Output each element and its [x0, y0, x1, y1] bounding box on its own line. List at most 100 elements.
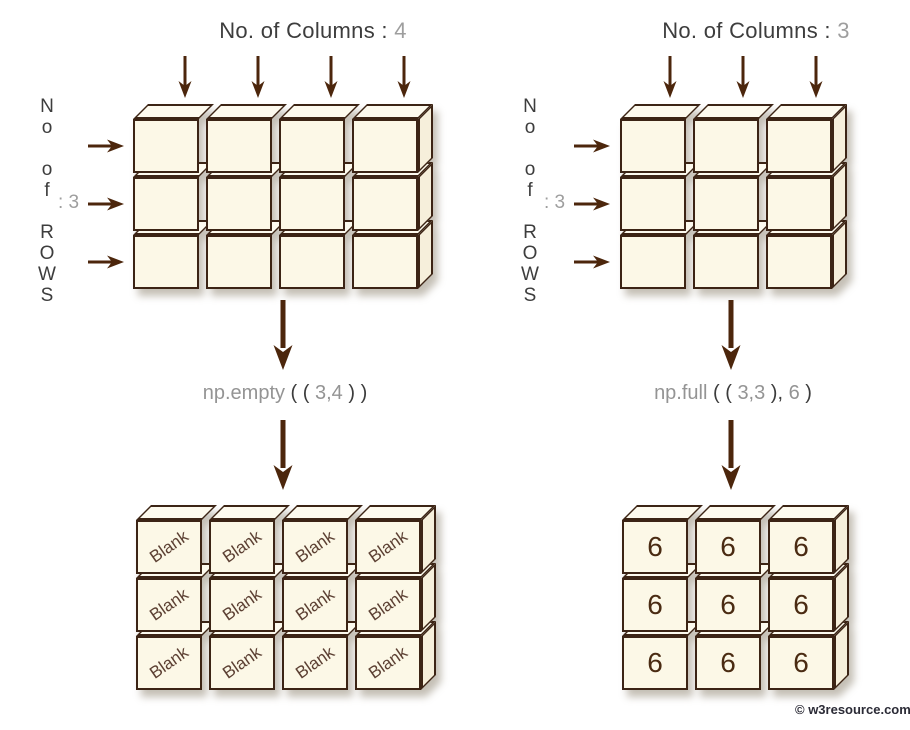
- array-cell-cube: [206, 162, 287, 231]
- cube-front-face: [620, 177, 686, 231]
- cell-value: 6: [647, 531, 663, 562]
- cube-front-face: Blank: [209, 578, 275, 632]
- cube-front-face: Blank: [355, 520, 421, 574]
- array-cell-cube: [766, 162, 847, 231]
- cube-front-face: [766, 235, 832, 289]
- array-cell-cube: [620, 220, 701, 289]
- array-cell-cube: 6: [695, 563, 776, 632]
- array-cell-cube: [766, 220, 847, 289]
- cube-front-face: 6: [695, 636, 761, 690]
- big-down-arrow-icon: [273, 300, 293, 370]
- cube-front-face: [279, 177, 345, 231]
- cube-front-face: [279, 235, 345, 289]
- cell-value: 6: [793, 589, 809, 620]
- cube-top-face: [206, 104, 287, 119]
- cell-value: 6: [647, 589, 663, 620]
- big-down-arrow-icon: [721, 300, 741, 370]
- cube-top-face: [209, 505, 290, 520]
- cell-value: Blank: [291, 584, 338, 625]
- right-arrow-icon: [574, 255, 610, 269]
- array-cell-cube: 6: [622, 505, 703, 574]
- rows-count-right: : 3: [544, 192, 566, 213]
- array-cell-cube: 6: [695, 505, 776, 574]
- cube-front-face: 6: [768, 636, 834, 690]
- array-cell-cube: 6: [768, 621, 849, 690]
- array-cell-cube: [133, 162, 214, 231]
- columns-title-left-label: No. of Columns :: [219, 18, 388, 43]
- big-down-arrow-icon: [721, 420, 741, 490]
- formula-args: 3,3: [737, 382, 766, 404]
- array-cell-cube: [352, 104, 433, 173]
- cube-front-face: 6: [768, 578, 834, 632]
- array-cell-cube: [133, 220, 214, 289]
- cell-value: Blank: [218, 584, 265, 625]
- cell-value: Blank: [364, 642, 411, 683]
- array-cell-cube: [352, 162, 433, 231]
- cube-front-face: [766, 119, 832, 173]
- array-cell-cube: [620, 162, 701, 231]
- array-cell-cube: Blank: [136, 505, 217, 574]
- cube-front-face: [620, 235, 686, 289]
- cube-front-face: [352, 119, 418, 173]
- array-cell-cube: [133, 104, 214, 173]
- cell-value: Blank: [364, 584, 411, 625]
- array-cell-cube: Blank: [355, 621, 436, 690]
- cube-front-face: [206, 177, 272, 231]
- array-cell-cube: Blank: [209, 563, 290, 632]
- right-arrow-icon: [88, 255, 124, 269]
- cell-value: Blank: [364, 526, 411, 567]
- columns-title-left: No. of Columns : 4: [163, 18, 463, 44]
- cell-value: Blank: [218, 526, 265, 567]
- formula-np-empty: np.empty ( ( 3,4 ) ): [135, 382, 435, 405]
- cell-value: Blank: [291, 642, 338, 683]
- array-cell-cube: Blank: [209, 505, 290, 574]
- formula-punct: ) ): [342, 382, 368, 404]
- cube-front-face: Blank: [209, 636, 275, 690]
- cube-front-face: 6: [695, 520, 761, 574]
- cube-front-face: Blank: [355, 578, 421, 632]
- cube-top-face: [622, 505, 703, 520]
- cube-front-face: 6: [622, 578, 688, 632]
- array-cell-cube: Blank: [136, 563, 217, 632]
- cube-front-face: [693, 235, 759, 289]
- cube-top-face: [282, 505, 363, 520]
- cell-value: Blank: [218, 642, 265, 683]
- cell-value: Blank: [145, 584, 192, 625]
- cube-top-face: [133, 104, 214, 119]
- rows-count-left: : 3: [58, 192, 80, 213]
- formula-args: 3,4: [315, 382, 343, 404]
- down-arrow-icon: [663, 56, 677, 98]
- formula-np-full: np.full ( ( 3,3 ), 6 ): [583, 382, 883, 405]
- array-cell-cube: Blank: [282, 563, 363, 632]
- array-cell-cube: [693, 104, 774, 173]
- cube-front-face: Blank: [355, 636, 421, 690]
- cube-top-face: [693, 104, 774, 119]
- array-cell-cube: Blank: [355, 563, 436, 632]
- array-cell-cube: Blank: [136, 621, 217, 690]
- array-cell-cube: 6: [622, 621, 703, 690]
- cube-top-face: [279, 104, 360, 119]
- right-arrow-icon: [88, 139, 124, 153]
- array-cell-cube: [352, 220, 433, 289]
- array-cell-cube: Blank: [209, 621, 290, 690]
- cube-top-face: [136, 505, 217, 520]
- down-arrow-icon: [324, 56, 338, 98]
- columns-count-right: 3: [837, 18, 850, 43]
- cube-front-face: 6: [622, 520, 688, 574]
- cube-front-face: Blank: [136, 520, 202, 574]
- cell-value: Blank: [291, 526, 338, 567]
- right-arrow-icon: [88, 197, 124, 211]
- array-cell-cube: 6: [622, 563, 703, 632]
- input-array-left: [133, 104, 433, 289]
- cube-front-face: 6: [622, 636, 688, 690]
- array-cell-cube: [206, 104, 287, 173]
- cell-value: 6: [720, 589, 736, 620]
- cube-front-face: [206, 235, 272, 289]
- down-arrow-icon: [736, 56, 750, 98]
- array-cell-cube: [766, 104, 847, 173]
- cube-front-face: [620, 119, 686, 173]
- cube-front-face: Blank: [136, 578, 202, 632]
- formula-punct: ): [799, 382, 812, 404]
- cube-front-face: [352, 235, 418, 289]
